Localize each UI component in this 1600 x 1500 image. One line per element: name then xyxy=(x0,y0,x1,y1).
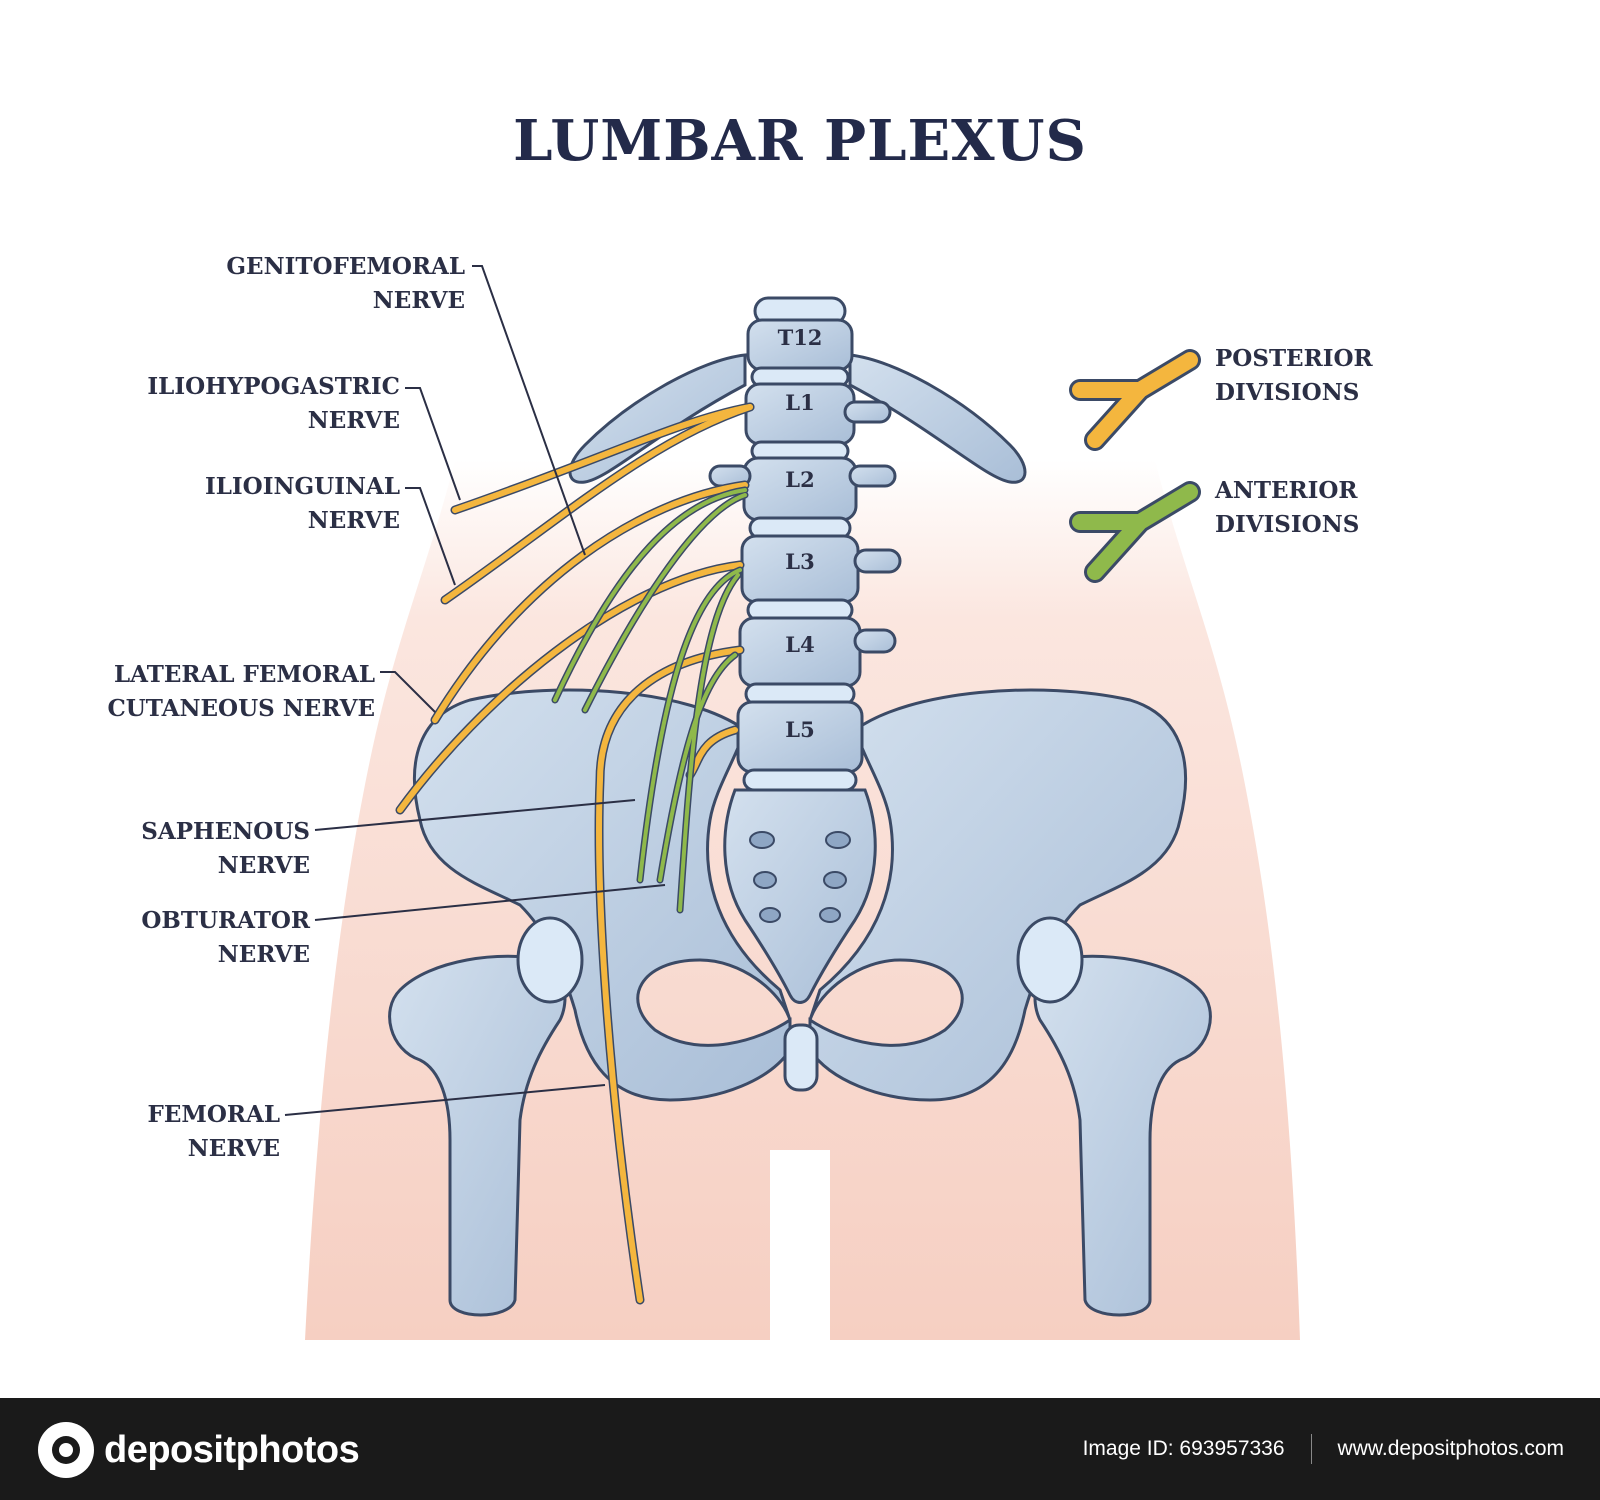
legend-posterior-icon xyxy=(1069,349,1201,451)
label-line: NERVE xyxy=(372,287,465,314)
label-saphenous-nerve: SAPHENOUS NERVE xyxy=(141,815,310,883)
ilioinguinal-nerve-path xyxy=(442,404,753,603)
label-line: NERVE xyxy=(217,941,310,968)
vertebra-label: L5 xyxy=(785,717,814,742)
lateral-femoral-nerve-path xyxy=(432,482,748,723)
vertebra-label: L3 xyxy=(785,549,814,574)
vertebra-label: L1 xyxy=(785,390,814,415)
pubic-symphysis xyxy=(783,1023,819,1092)
obturator-nerve-path xyxy=(638,568,742,882)
page-title: LUMBAR PLEXUS xyxy=(513,108,1087,174)
rib-right xyxy=(848,353,1027,484)
spine xyxy=(708,296,902,792)
label-line: ILIOINGUINAL xyxy=(204,473,400,500)
legend-line: ANTERIOR xyxy=(1215,477,1358,504)
genitofemoral-nerve-path xyxy=(553,488,747,702)
label-line: NERVE xyxy=(217,852,310,879)
brand-logo[interactable]: depositphotos xyxy=(38,1422,360,1478)
legend-anterior-divisions: ANTERIOR DIVISIONS xyxy=(1215,474,1359,542)
label-line: NERVE xyxy=(307,407,400,434)
label-genitofemoral-nerve: GENITOFEMORAL NERVE xyxy=(226,250,465,318)
label-line: SAPHENOUS xyxy=(141,818,310,845)
femoral-nerve-path xyxy=(596,647,743,1303)
leader-lines xyxy=(284,265,666,1116)
label-obturator-nerve: OBTURATOR NERVE xyxy=(141,904,310,972)
pelvis-right xyxy=(808,688,1188,1102)
depositphotos-logo-icon xyxy=(38,1422,94,1478)
label-ilioinguinal-nerve: ILIOINGUINAL NERVE xyxy=(205,470,400,538)
legend-line: DIVISIONS xyxy=(1215,511,1360,538)
label-femoral-nerve: FEMORAL NERVE xyxy=(148,1098,281,1166)
vertebra-label: L2 xyxy=(785,467,814,492)
label-line: ILIOHYPOGASTRIC xyxy=(147,373,400,400)
anterior-branch-path xyxy=(658,653,737,882)
saphenous-branch-path xyxy=(397,562,743,813)
vertebra-label: T12 xyxy=(778,325,823,350)
label-line: LATERAL FEMORAL xyxy=(113,661,375,688)
label-iliohypogastric-nerve: ILIOHYPOGASTRIC NERVE xyxy=(147,370,400,438)
iliohypogastric-nerve-path xyxy=(452,404,753,513)
label-line: FEMORAL xyxy=(147,1101,281,1128)
femur-left xyxy=(388,954,567,1317)
legend-posterior-divisions: POSTERIOR DIVISIONS xyxy=(1215,342,1373,410)
femur-right xyxy=(1033,954,1212,1317)
label-line: NERVE xyxy=(187,1135,280,1162)
obturator-branch-path xyxy=(678,573,740,912)
femoral-head-left xyxy=(516,916,584,1004)
label-line: CUTANEOUS NERVE xyxy=(107,695,375,722)
sacral-foramina xyxy=(749,831,851,923)
footer-divider xyxy=(1310,1434,1312,1464)
label-lateral-femoral-cutaneous-nerve: LATERAL FEMORAL CUTANEOUS NERVE xyxy=(107,658,375,726)
anatomy-illustration: T12 L1 L2 L3 L4 L5 xyxy=(284,265,1300,1340)
website-link[interactable]: www.depositphotos.com xyxy=(1337,1437,1564,1460)
femoral-head-right xyxy=(1016,916,1084,1004)
footer-info: Image ID: 693957336 www.depositphotos.co… xyxy=(1083,1434,1564,1464)
image-id: Image ID: 693957336 xyxy=(1082,1437,1285,1460)
legend-anterior-icon xyxy=(1069,481,1201,583)
diagram-canvas: T12 L1 L2 L3 L4 L5 xyxy=(107,108,1373,1340)
genitofemoral-branch-path xyxy=(583,493,747,712)
label-line: OBTURATOR xyxy=(141,907,310,934)
vertebra-label: L4 xyxy=(785,632,814,657)
label-line: NERVE xyxy=(307,507,400,534)
legend-line: POSTERIOR xyxy=(1215,345,1373,372)
brand-name: depositphotos xyxy=(104,1428,360,1471)
legend-line: DIVISIONS xyxy=(1215,379,1360,406)
label-line: GENITOFEMORAL xyxy=(226,253,465,280)
footer-bar: depositphotos Image ID: 693957336 www.de… xyxy=(0,1398,1600,1500)
